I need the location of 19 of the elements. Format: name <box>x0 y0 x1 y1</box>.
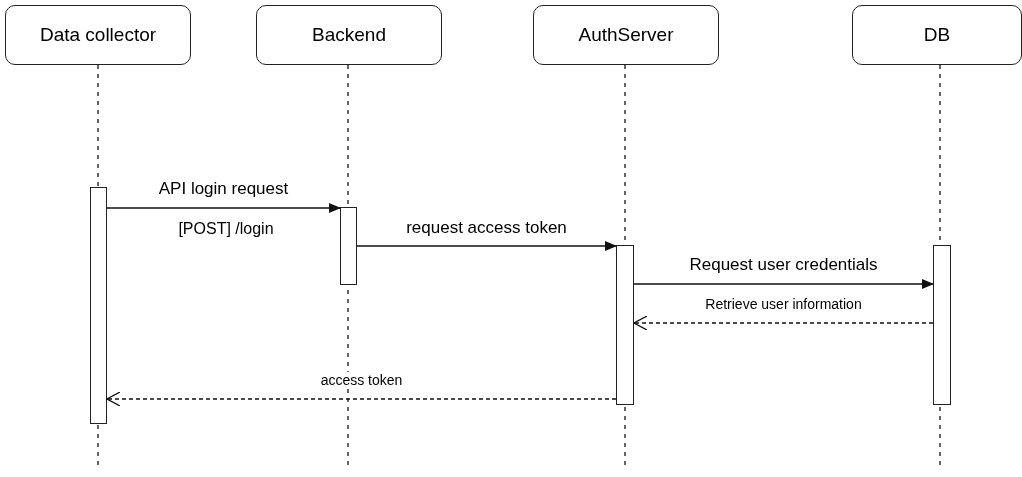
participant-box: AuthServer <box>533 5 719 65</box>
activation-bar <box>90 187 107 424</box>
edge-label: access token <box>318 372 405 388</box>
message-arrow <box>106 391 617 407</box>
edge-label: API login request <box>156 179 291 199</box>
edge-label: request access token <box>404 218 569 238</box>
message-arrow <box>106 203 341 213</box>
edge-label: Request user credentials <box>687 255 880 275</box>
participant-box: DB <box>852 5 1022 65</box>
message-arrow <box>356 241 617 251</box>
edge-label: Retrieve user information <box>703 296 864 312</box>
message-arrow <box>633 315 934 331</box>
message-note: [POST] /login <box>176 220 276 238</box>
participant-box: Backend <box>256 5 442 65</box>
activation-bar <box>933 245 951 405</box>
participant-box: Data collector <box>5 5 191 65</box>
activation-bar <box>616 245 634 405</box>
message-arrow <box>633 279 934 289</box>
activation-bar <box>340 207 357 285</box>
